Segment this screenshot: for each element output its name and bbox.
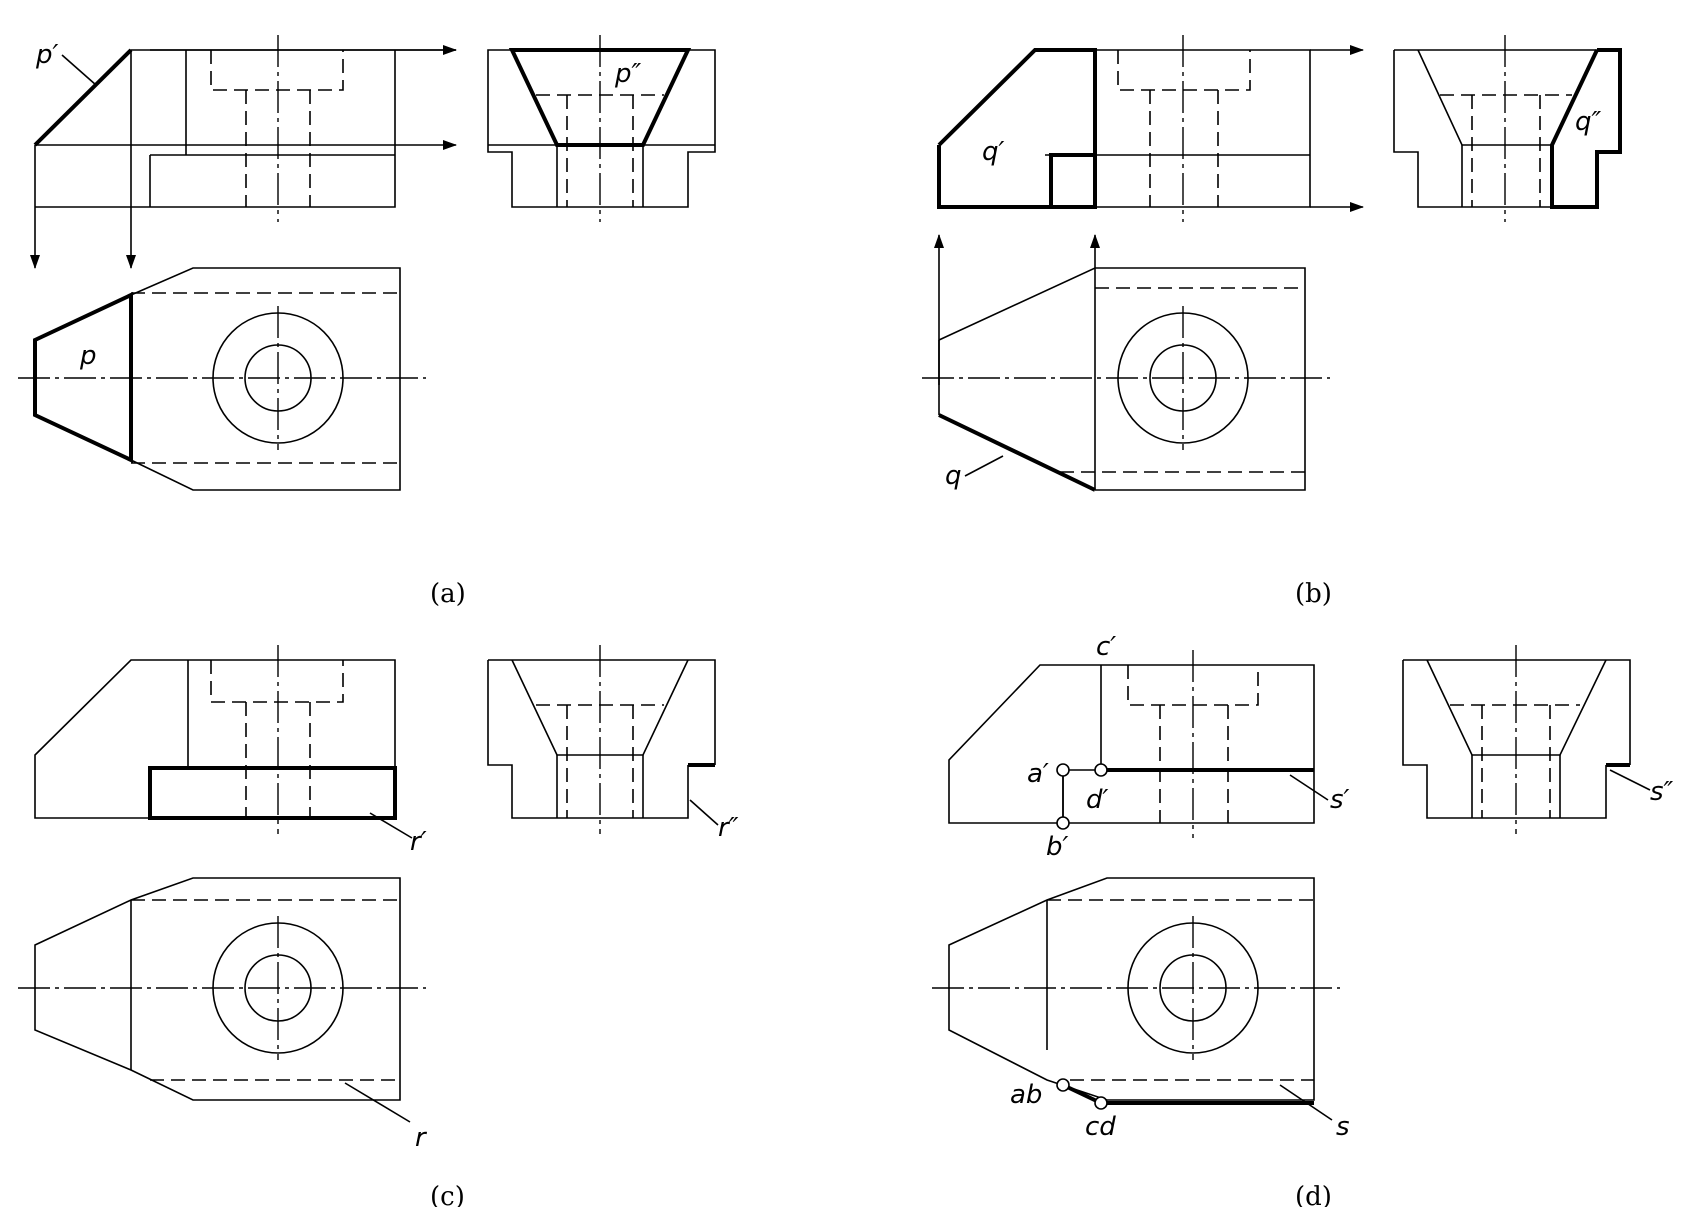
label-s: s: [1336, 1112, 1350, 1142]
label-ab: ab: [1010, 1080, 1042, 1110]
label-p-prime: p′: [35, 40, 59, 70]
panel-d-top-view: ab cd s: [932, 877, 1350, 1142]
caption-a: (a): [430, 579, 466, 609]
label-d-prime: d′: [1086, 785, 1109, 815]
point-d-prime: [1094, 763, 1108, 777]
face-q-side: [1550, 48, 1622, 209]
panel-c-side-view: r″: [487, 645, 739, 843]
face-r-front: [148, 766, 397, 820]
panel-d: c′ a′ d′ b′ s′ s″: [932, 632, 1674, 1207]
label-r-double-prime: r″: [718, 813, 739, 843]
label-q: q: [945, 461, 962, 491]
face-q-top-edge: [938, 413, 1096, 492]
panel-a-front-view: p′: [30, 35, 457, 269]
point-a-prime: [1056, 763, 1070, 777]
panel-b: q′ q″ q (b): [922, 35, 1622, 609]
label-q-double-prime: q″: [1575, 107, 1602, 137]
face-q-front: [937, 48, 1097, 209]
panel-d-front-view: c′ a′ d′ b′ s′: [948, 632, 1350, 862]
label-q-prime: q′: [982, 137, 1005, 167]
caption-c: (c): [430, 1182, 465, 1207]
label-p-double-prime: p″: [614, 59, 642, 89]
panel-b-top-view: q: [922, 267, 1330, 492]
panel-a: p′ p″ p (a): [18, 35, 716, 609]
point-b-prime: [1056, 816, 1070, 830]
point-ab: [1056, 1078, 1070, 1092]
label-s-double-prime: s″: [1650, 777, 1674, 807]
label-b-prime: b′: [1046, 832, 1069, 862]
label-r: r: [415, 1123, 428, 1153]
label-p: p: [79, 341, 97, 371]
panel-c: r′ r″ r (c): [18, 645, 739, 1207]
label-r-prime: r′: [410, 827, 427, 857]
panel-a-side-view: p″: [487, 35, 716, 222]
label-a-prime: a′: [1027, 759, 1049, 789]
face-p-front-edge: [33, 48, 133, 147]
panel-b-front-view: q′: [934, 35, 1364, 385]
label-s-prime: s′: [1330, 785, 1350, 815]
panel-b-side-view: q″: [1393, 35, 1622, 222]
panel-d-side-view: s″: [1402, 645, 1674, 834]
label-cd: cd: [1085, 1112, 1116, 1142]
point-cd: [1094, 1096, 1108, 1110]
panel-c-top-view: r: [18, 877, 428, 1153]
panel-c-front-view: r′: [34, 645, 427, 857]
panel-a-top-view: p: [18, 267, 426, 491]
face-p-top: [33, 291, 133, 464]
caption-b: (b): [1295, 579, 1332, 609]
label-c-prime: c′: [1096, 632, 1116, 662]
caption-d: (d): [1295, 1182, 1332, 1207]
